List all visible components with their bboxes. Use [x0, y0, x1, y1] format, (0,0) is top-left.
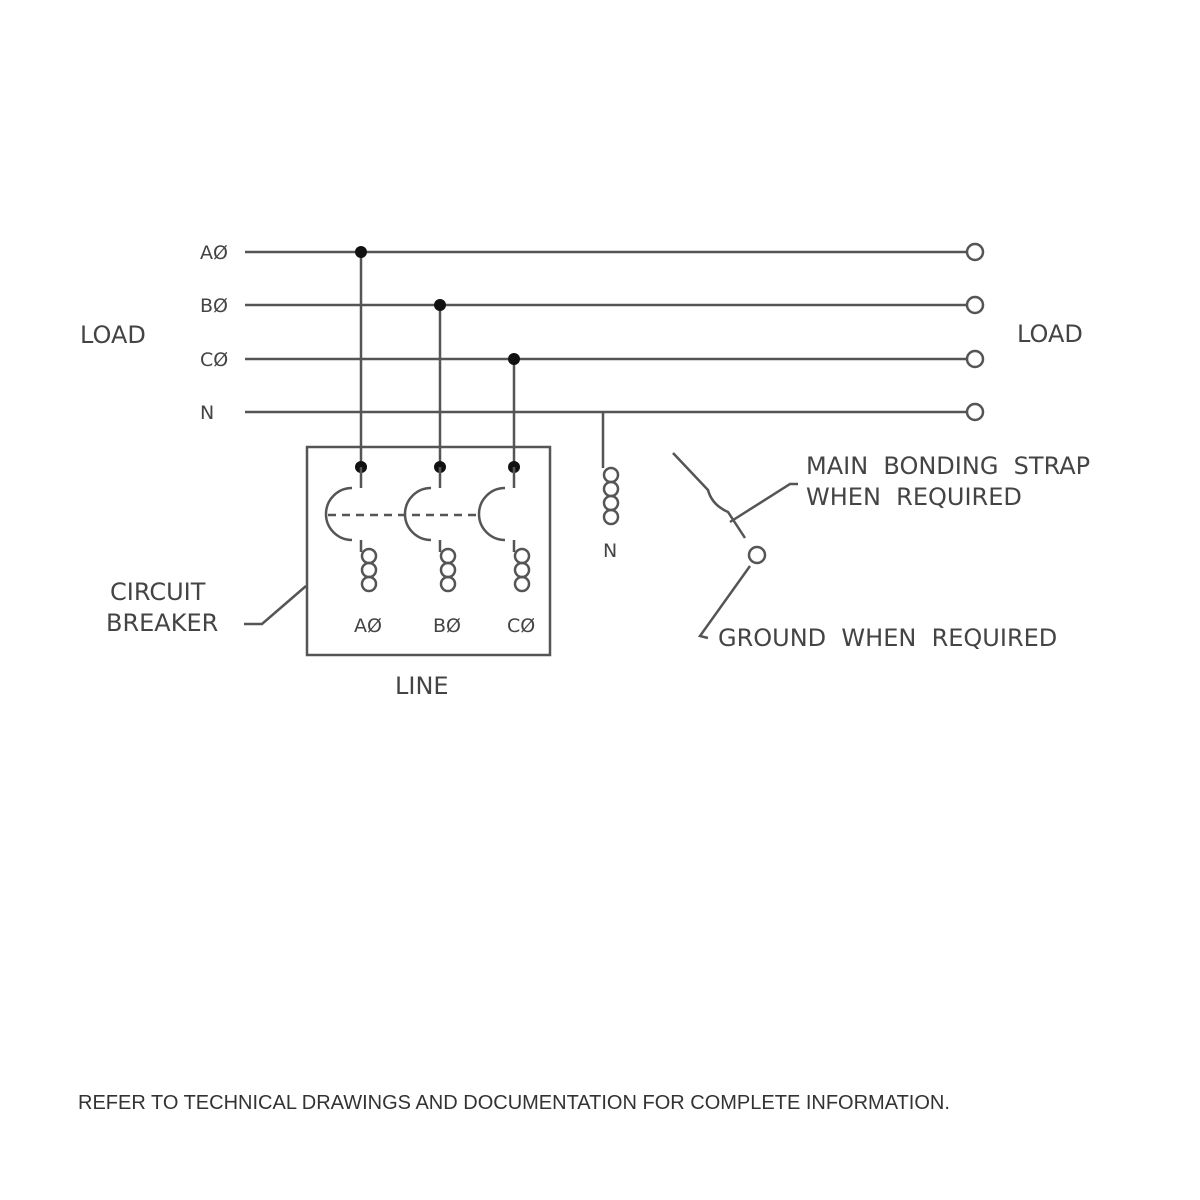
bonding-label-line2: WHEN REQUIRED — [806, 483, 1022, 511]
terminal-b — [965, 295, 985, 315]
bus-label-b: BØ — [200, 295, 228, 317]
breaker-leader — [244, 585, 307, 626]
bus-label-c: CØ — [200, 349, 228, 371]
bonding-leader — [729, 482, 798, 524]
breaker-label-line2: BREAKER — [106, 609, 218, 637]
terminal-a — [965, 242, 985, 262]
bus-label-n: N — [200, 402, 214, 424]
ground-terminal — [747, 545, 767, 565]
pole-label-c: CØ — [507, 615, 535, 637]
load-label-right: LOAD — [1017, 320, 1083, 348]
ground-label: GROUND WHEN REQUIRED — [718, 624, 1057, 652]
bus-lines — [245, 242, 985, 422]
circuit-breaker-box — [305, 445, 552, 657]
bus-label-a: AØ — [200, 242, 228, 264]
trip-coils — [359, 540, 531, 593]
pole-label-a: AØ — [354, 615, 382, 637]
neutral-label: N — [603, 540, 617, 562]
load-label-left: LOAD — [80, 321, 146, 349]
neutral-coil — [601, 412, 620, 526]
bonding-strap — [672, 452, 747, 539]
terminal-n — [965, 402, 985, 422]
breaker-contacts — [324, 486, 506, 542]
bonding-label-line1: MAIN BONDING STRAP — [806, 452, 1090, 480]
terminal-c — [965, 349, 985, 369]
breaker-label-line1: CIRCUIT — [110, 578, 206, 606]
phase-taps — [355, 246, 520, 488]
line-label: LINE — [395, 672, 449, 700]
footer-note: REFER TO TECHNICAL DRAWINGS AND DOCUMENT… — [78, 1092, 950, 1114]
ground-leader — [697, 565, 752, 640]
pole-label-b: BØ — [433, 615, 461, 637]
